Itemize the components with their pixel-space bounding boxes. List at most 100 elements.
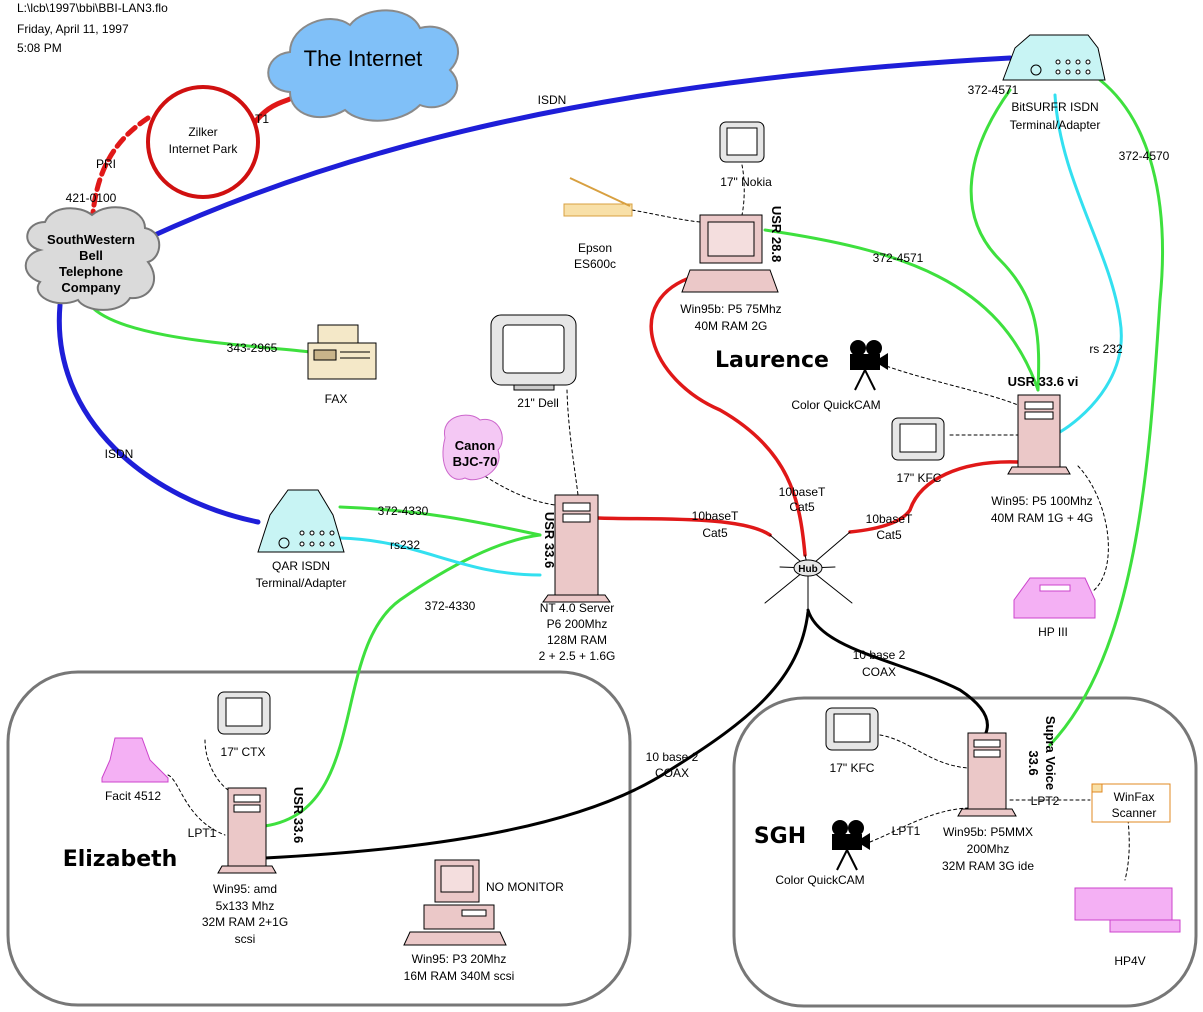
sgh-group-box <box>732 696 1198 1008</box>
sgh-pc-label-1: Win95b: P5MMX <box>943 825 1033 839</box>
right-eth-label-1: 10baseT <box>866 512 913 526</box>
qar-number-label: 372-4330 <box>378 504 429 518</box>
coax-sgh-label-2: COAX <box>862 665 896 679</box>
eliz-pc-label-1: Win95: amd <box>213 882 277 896</box>
qar-phone-line <box>338 505 542 537</box>
supra-label-1: Supra Voice <box>1043 716 1058 790</box>
fax-label: FAX <box>325 392 348 406</box>
laurence-phone-line <box>763 228 1040 392</box>
rs232-right-label: rs 232 <box>1089 342 1123 356</box>
swb-label-4: Company <box>61 280 121 295</box>
isdn-left-label: ISDN <box>105 447 134 461</box>
ctx-monitor-icon <box>217 691 271 735</box>
server-label-4: 2 + 2.5 + 1.6G <box>539 649 616 663</box>
canon-printer-icon <box>442 414 503 481</box>
eliz-phone-line <box>263 533 542 828</box>
facit-printer-icon <box>101 737 169 783</box>
kfc-monitor-icon <box>891 417 945 461</box>
hub-icon <box>793 559 823 577</box>
nt-server-icon <box>542 494 611 603</box>
kfc-sgh-monitor-icon <box>825 707 879 751</box>
dell-monitor-icon <box>490 314 577 391</box>
usr-vi-label: USR 33.6 vi <box>1008 374 1079 389</box>
rs232-qar-label: rs232 <box>390 538 420 552</box>
winfax-scanner-icon <box>1091 783 1171 823</box>
bitsurfr-label-1: BitSURFR ISDN <box>1011 100 1098 114</box>
coax-eliz-line <box>263 610 810 860</box>
eliz-number-label: 372-4330 <box>425 599 476 613</box>
qar-label-1: QAR ISDN <box>272 559 330 573</box>
isdn-line-left <box>56 302 261 525</box>
fax-number-label: 343-2965 <box>227 341 278 355</box>
server-modem-label: USR 33.6 <box>542 512 557 568</box>
hub-label: Hub <box>798 564 817 575</box>
bitsurfr-4570-line <box>1048 78 1164 747</box>
fax-icon <box>307 324 377 380</box>
quickcam-l-label: Color QuickCAM <box>791 398 880 412</box>
p3-pc-icon <box>403 859 507 946</box>
bitsurfr-isdn-icon <box>1002 34 1106 81</box>
pri-line <box>89 115 151 228</box>
winfax-label-2: Scanner <box>1112 806 1157 820</box>
hp3-label: HP III <box>1038 625 1068 639</box>
isdn-top-label: ISDN <box>538 93 567 107</box>
laurence-eth-label-2: Cat5 <box>789 500 815 514</box>
epson-label-1: Epson <box>578 241 612 255</box>
swb-label-1: SouthWestern <box>47 232 135 247</box>
qar-isdn-icon <box>257 489 345 553</box>
coax-eliz-label-1: 10 base 2 <box>646 750 699 764</box>
bitsurfr-4571-line <box>969 88 1041 392</box>
eliz-modem-label: USR 33.6 <box>291 787 306 843</box>
laurence-pc-label-1: Win95b: P5 75Mhz <box>680 302 781 316</box>
fax-line <box>88 303 312 354</box>
laurence-number-label: 372-4571 <box>873 251 924 265</box>
sgh-pc-label-2: 200Mhz <box>967 842 1010 856</box>
server-eth-label-1: 10baseT <box>692 509 739 523</box>
laurence-name: Laurence <box>715 348 829 373</box>
right-eth-label-2: Cat5 <box>876 528 902 542</box>
canon-label-2: BJC-70 <box>453 454 498 469</box>
internet-label: The Internet <box>304 46 423 71</box>
winfax-label-1: WinFax <box>1114 790 1155 804</box>
no-monitor-label: NO MONITOR <box>486 880 564 894</box>
kfc-sgh-label: 17" KFC <box>830 761 875 775</box>
p3-label-1: Win95: P3 20Mhz <box>412 952 507 966</box>
hp3-printer-icon <box>1013 577 1096 619</box>
supra-label-2: 33.6 <box>1026 750 1041 775</box>
print-date: Friday, April 11, 1997 <box>17 22 129 36</box>
tower-r-label-2: 40M RAM 1G + 4G <box>991 511 1093 525</box>
pri-number-label: 421-0100 <box>66 191 117 205</box>
coax-eliz-label-2: COAX <box>655 766 689 780</box>
swb-cloud-icon <box>24 206 161 311</box>
print-time: 5:08 PM <box>17 41 62 55</box>
nokia-label: 17" Nokia <box>720 175 772 189</box>
internet-cloud-icon <box>267 9 460 122</box>
right-tower-icon <box>1007 394 1071 475</box>
eliz-pc-label-3: 32M RAM 2+1G <box>202 915 288 929</box>
bitsurfr-label-2: Terminal/Adapter <box>1010 118 1101 132</box>
kfc-top-label: 17" KFC <box>897 471 942 485</box>
zilker-label-2: Internet Park <box>169 142 239 156</box>
bitsurfr-serial-line <box>1053 93 1123 434</box>
swb-label-3: Telephone <box>59 264 123 279</box>
server-label-3: 128M RAM <box>547 633 607 647</box>
swb-label-2: Bell <box>79 248 103 263</box>
coax-sgh-label-1: 10 base 2 <box>853 648 906 662</box>
canon-label-1: Canon <box>455 438 496 453</box>
eliz-pc-label-2: 5x133 Mhz <box>216 899 275 913</box>
link-labels: T1 PRI 421-0100 ISDN ISDN 343-2965 372-4… <box>66 83 1170 840</box>
lpt2-sgh-label: LPT2 <box>1031 794 1060 808</box>
sgh-pc-label-3: 32M RAM 3G ide <box>942 859 1034 873</box>
sgh-name: SGH <box>754 824 806 849</box>
camera-icon <box>850 340 888 391</box>
eliz-pc-label-4: scsi <box>235 932 256 946</box>
bitsurfr-4570-label: 372-4570 <box>1119 149 1170 163</box>
coax-sgh-line <box>806 608 989 737</box>
laurence-pc-label-2: 40M RAM 2G <box>695 319 768 333</box>
nokia-monitor-icon <box>719 121 765 163</box>
qar-label-2: Terminal/Adapter <box>256 576 347 590</box>
qar-serial-line <box>338 536 542 577</box>
zilker-label-1: Zilker <box>188 125 217 139</box>
server-eth-line <box>596 516 772 537</box>
